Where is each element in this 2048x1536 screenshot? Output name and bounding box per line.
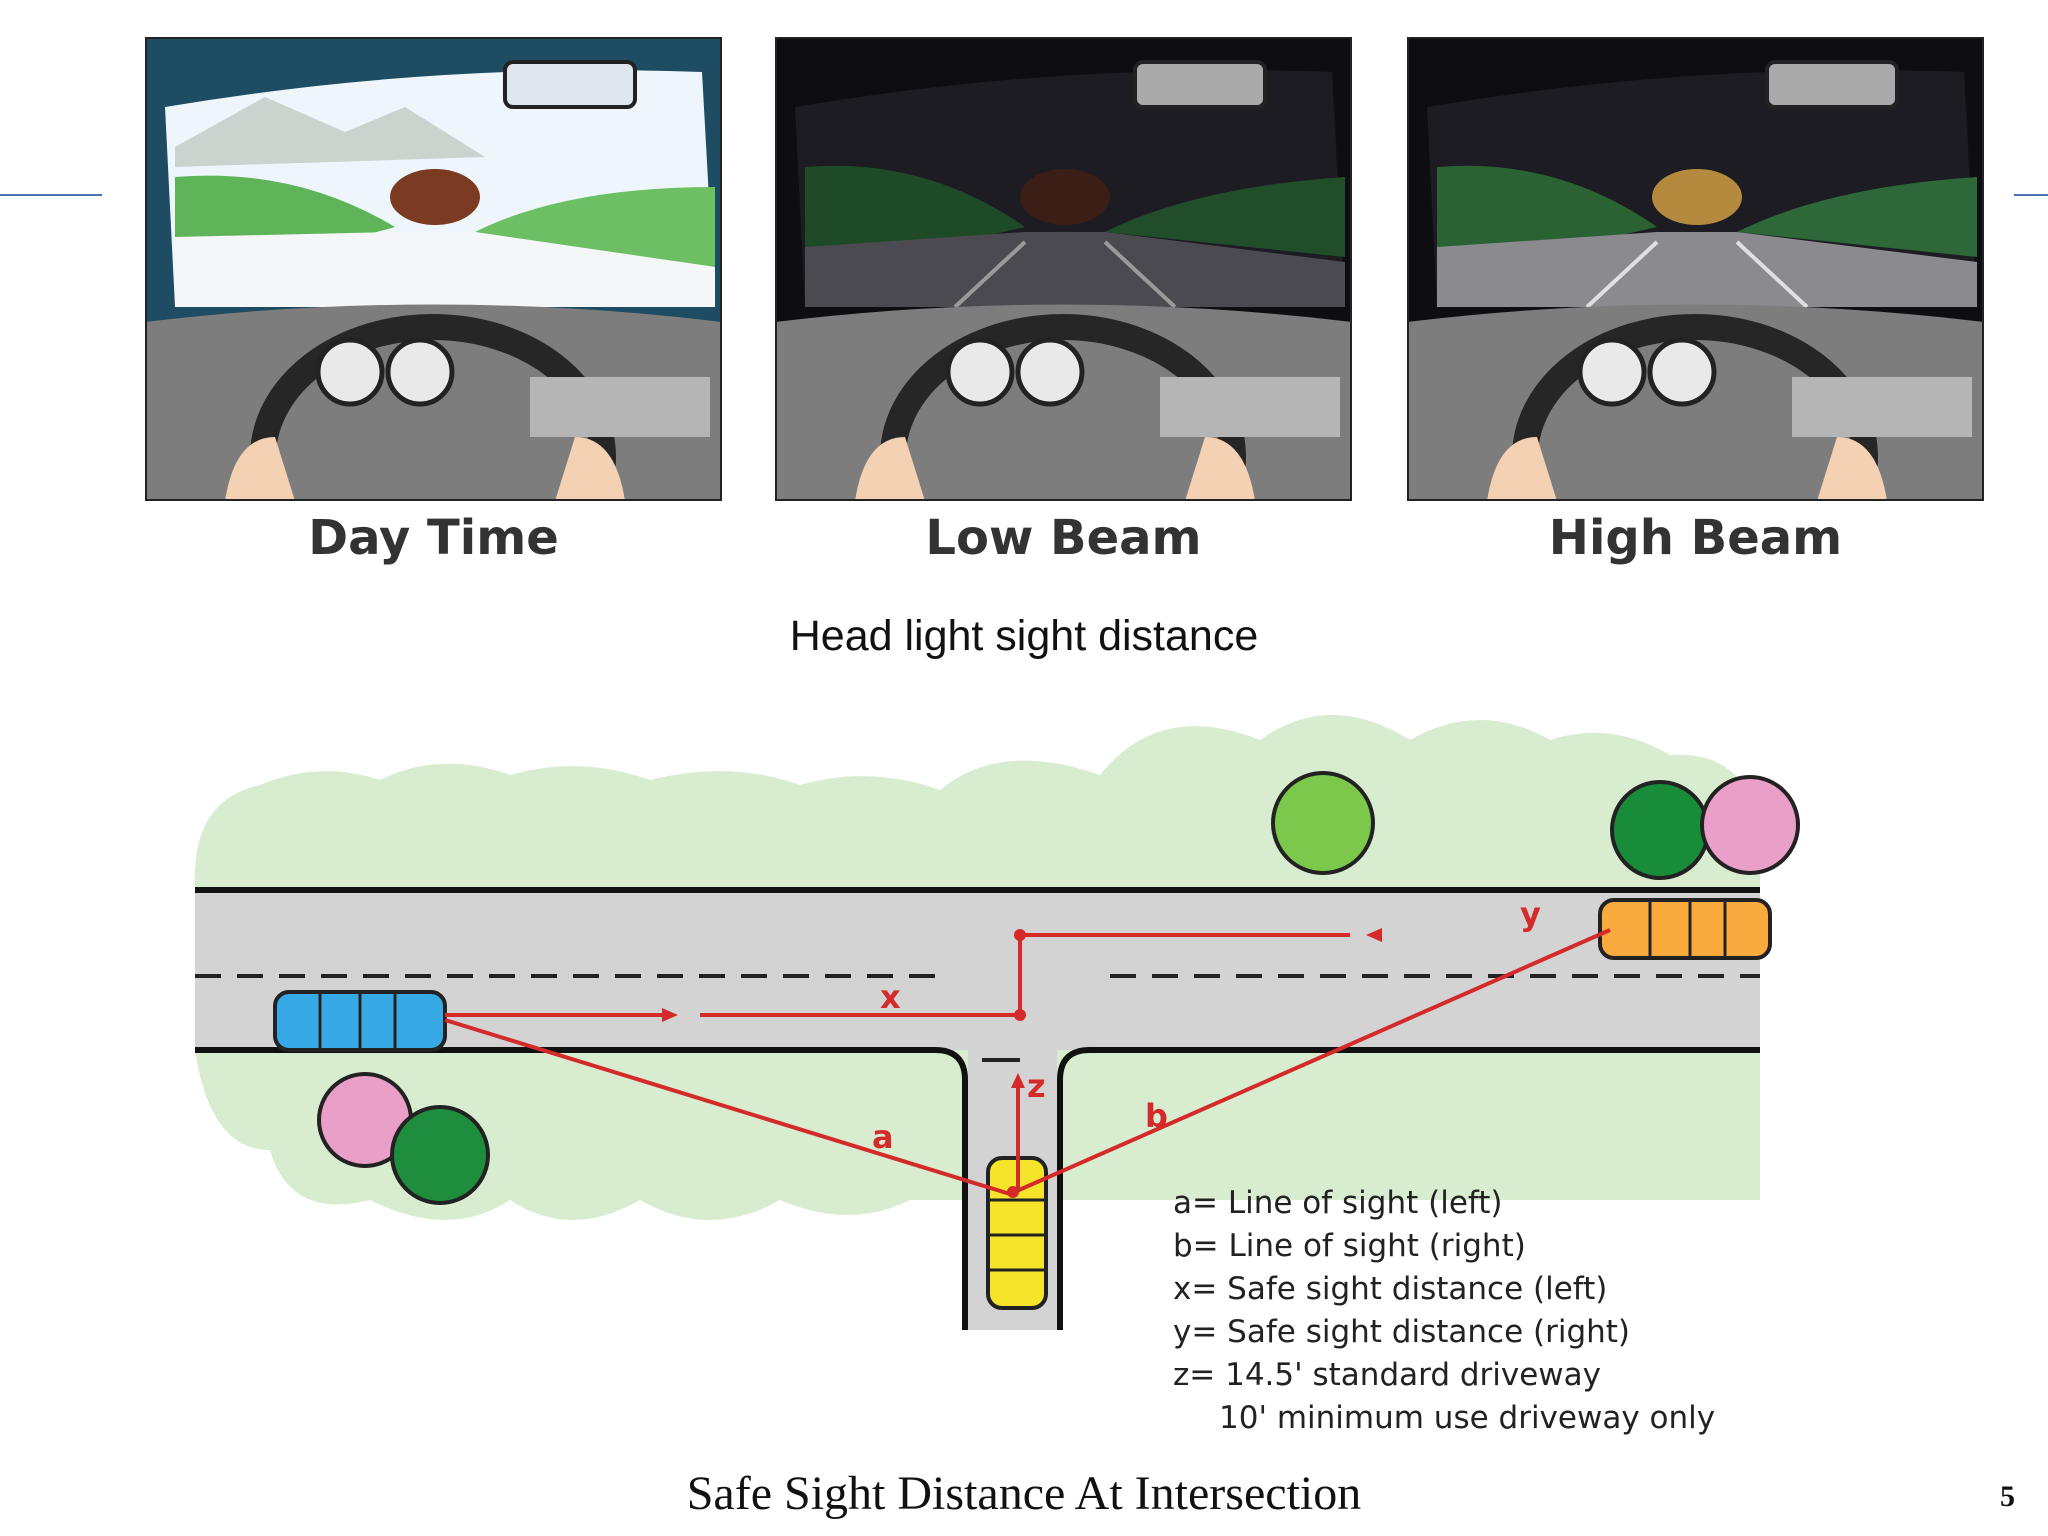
daytime-illustration — [145, 37, 722, 501]
intersection-illustration: x y z a b — [194, 715, 1800, 1330]
intersection-diagram: x y z a b — [150, 680, 1870, 1440]
low-beam-panel — [775, 37, 1352, 501]
grass-top — [194, 715, 1761, 890]
tree-icon — [1610, 780, 1710, 880]
label-x: x — [880, 978, 901, 1016]
page-number: 5 — [2000, 1480, 2015, 1513]
legend-item: a= Line of sight (left) — [1173, 1185, 1503, 1221]
rearview-mirror-icon — [503, 60, 637, 109]
orange-car-icon — [1598, 898, 1772, 960]
bear-icon — [1020, 169, 1110, 225]
tree-icon — [1700, 775, 1800, 875]
bear-icon — [1652, 169, 1742, 225]
slide-decoration-line-right — [2014, 194, 2048, 196]
diagram-legend: a= Line of sight (left) b= Line of sight… — [1173, 1182, 1715, 1440]
low-beam-illustration — [775, 37, 1352, 501]
high-beam-panel — [1407, 37, 1984, 501]
rearview-mirror-icon — [1133, 60, 1267, 109]
high-beam-illustration — [1407, 37, 1984, 501]
legend-item: x= Safe sight distance (left) — [1173, 1271, 1608, 1307]
bear-icon — [390, 169, 480, 225]
tree-icon — [390, 1105, 490, 1205]
mountains — [175, 97, 485, 167]
intersection-caption: Safe Sight Distance At Intersection — [686, 1467, 1362, 1520]
label-b: b — [1145, 1097, 1168, 1135]
sight-lines — [444, 928, 1611, 1196]
legend-item: 10' minimum use driveway only — [1219, 1400, 1716, 1436]
slide-decoration-line-left — [0, 194, 102, 196]
daytime-panel — [145, 37, 722, 501]
high-beam-label: High Beam — [1548, 510, 1843, 566]
headlight-caption: Head light sight distance — [789, 612, 1259, 660]
tree-icon — [1271, 771, 1375, 875]
rearview-mirror-icon — [1765, 60, 1899, 109]
label-z: z — [1027, 1067, 1046, 1105]
label-a: a — [872, 1118, 894, 1156]
low-beam-label: Low Beam — [925, 510, 1202, 566]
legend-item: z= 14.5' standard driveway — [1173, 1357, 1602, 1393]
daytime-label: Day Time — [308, 510, 559, 566]
legend-item: b= Line of sight (right) — [1173, 1228, 1526, 1264]
label-y: y — [1520, 895, 1541, 933]
legend-item: y= Safe sight distance (right) — [1173, 1314, 1631, 1350]
